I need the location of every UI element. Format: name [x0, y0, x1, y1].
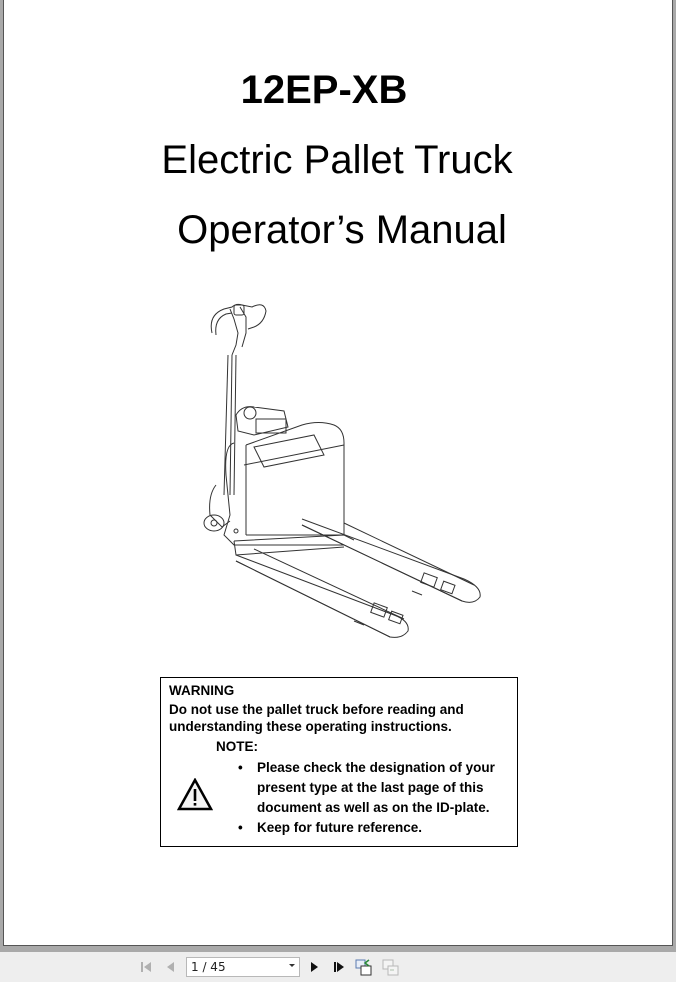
previous-page-icon	[167, 962, 174, 972]
note-bullet: Please check the designation of your pre…	[233, 758, 513, 818]
warning-heading: WARNING	[169, 683, 235, 698]
manual-title: Operator’s Manual	[177, 208, 507, 252]
note-bullet-list: Please check the designation of your pre…	[233, 758, 513, 838]
note-label: NOTE:	[216, 739, 258, 754]
last-page-icon	[334, 962, 344, 972]
warning-box: WARNING Do not use the pallet truck befo…	[160, 677, 518, 847]
pallet-truck-illustration	[203, 303, 481, 638]
note-bullet: Keep for future reference.	[233, 818, 513, 838]
back-view-button[interactable]	[355, 958, 373, 976]
pdf-page: 12EP-XB Electric Pallet Truck Operator’s…	[3, 0, 673, 946]
last-page-button[interactable]	[330, 958, 348, 976]
next-page-button[interactable]	[305, 958, 323, 976]
page-number-select[interactable]: 1 / 45	[186, 957, 300, 977]
next-page-icon	[311, 962, 318, 972]
back-view-icon	[355, 959, 372, 976]
page-indicator: 1 / 45	[191, 960, 226, 974]
previous-page-button[interactable]	[162, 958, 180, 976]
first-page-button[interactable]	[137, 958, 155, 976]
forward-view-icon	[382, 959, 399, 976]
forward-view-button[interactable]	[382, 958, 400, 976]
model-title: 12EP-XB	[240, 68, 408, 112]
product-subtitle: Electric Pallet Truck	[161, 138, 513, 182]
first-page-icon	[141, 962, 151, 972]
warning-triangle-icon	[177, 778, 213, 811]
pdf-navigation-toolbar: 1 / 45	[0, 952, 676, 982]
chevron-down-icon	[289, 964, 295, 967]
warning-text: Do not use the pallet truck before readi…	[169, 702, 464, 734]
document-viewer: 12EP-XB Electric Pallet Truck Operator’s…	[0, 0, 676, 952]
